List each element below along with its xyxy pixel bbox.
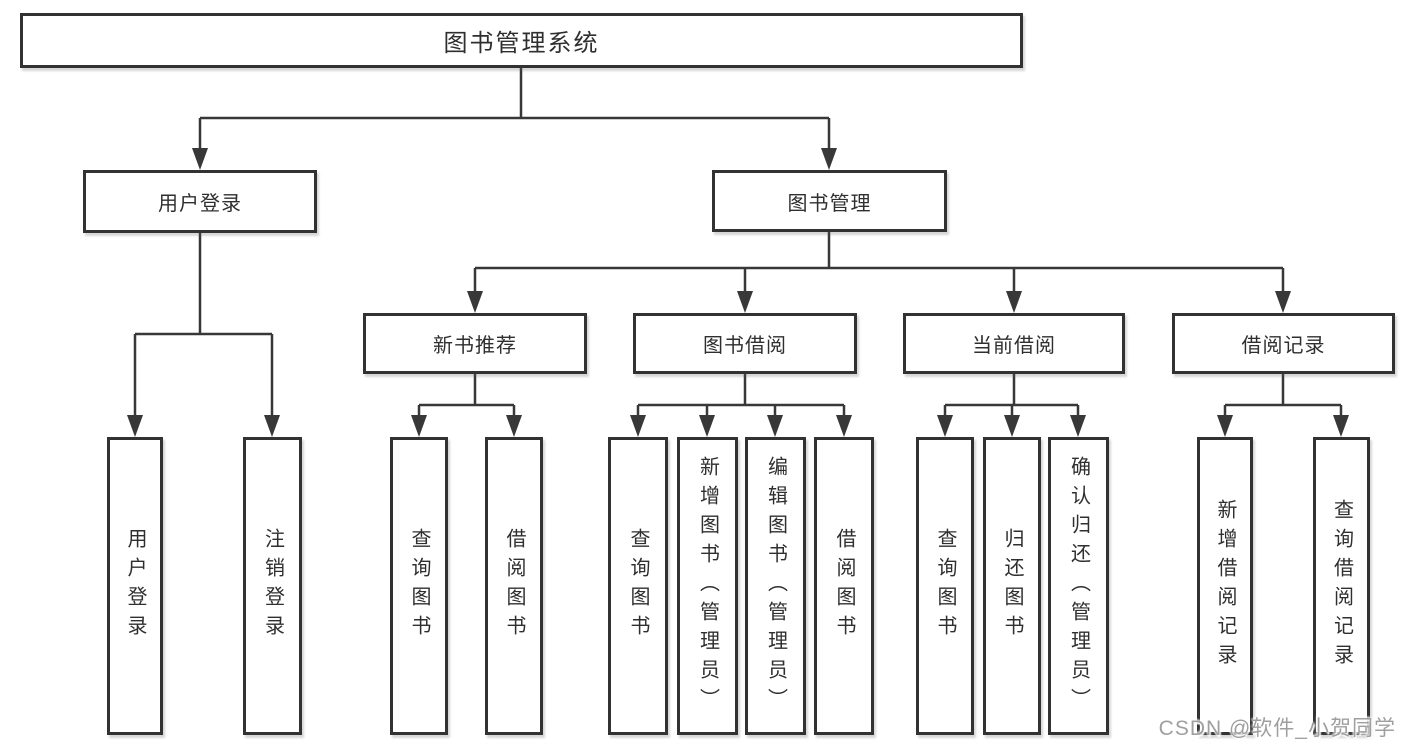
leaf-borrow-books: 借阅图书: [814, 437, 874, 735]
node-user-login: 用户登录: [83, 170, 317, 233]
leaf-borrow-books-label: 借阅图书: [833, 528, 855, 644]
leaf-user-login-label: 用户登录: [124, 528, 146, 644]
node-book-management: 图书管理: [712, 170, 947, 232]
node-book-management-system: 图书管理系统: [20, 13, 1023, 68]
leaf-borrow-books-recommend-label: 借阅图书: [503, 528, 525, 644]
arrowheads: [127, 148, 1349, 437]
leaf-query-books-current-label: 查询图书: [934, 528, 956, 644]
leaf-query-books-recommend-label: 查询图书: [408, 528, 430, 644]
leaf-logout: 注销登录: [243, 437, 302, 735]
leaf-borrow-books-recommend: 借阅图书: [485, 437, 543, 735]
node-current-borrowing: 当前借阅: [903, 313, 1125, 374]
leaf-user-login: 用户登录: [107, 437, 163, 735]
leaf-return-books-label: 归还图书: [1001, 528, 1023, 644]
leaf-add-books-admin: 新增图书（管理员）: [677, 437, 738, 735]
leaf-query-borrow-record: 查询借阅记录: [1313, 437, 1370, 735]
leaf-query-books-recommend: 查询图书: [390, 437, 448, 735]
leaf-query-borrow-record-label: 查询借阅记录: [1330, 499, 1353, 673]
leaf-return-books: 归还图书: [983, 437, 1041, 735]
node-borrowing-records: 借阅记录: [1172, 313, 1395, 374]
leaf-add-borrow-record-label: 新增借阅记录: [1214, 499, 1236, 673]
leaf-edit-books-admin-label: 编辑图书（管理员）: [764, 455, 787, 717]
leaf-edit-books-admin: 编辑图书（管理员）: [745, 437, 806, 735]
leaf-logout-label: 注销登录: [261, 528, 284, 644]
leaf-confirm-return-admin: 确认归还（管理员）: [1048, 437, 1109, 735]
node-new-book-recommendation: 新书推荐: [363, 313, 587, 374]
leaf-query-books-current: 查询图书: [916, 437, 974, 735]
leaf-confirm-return-admin-label: 确认归还（管理员）: [1067, 455, 1090, 717]
leaf-add-borrow-record: 新增借阅记录: [1197, 437, 1253, 735]
csdn-watermark: CSDN @软件_小贺同学: [1158, 717, 1396, 740]
leaf-add-books-admin-label: 新增图书（管理员）: [696, 455, 719, 717]
leaf-query-books-borrow: 查询图书: [608, 437, 668, 735]
leaf-query-books-borrow-label: 查询图书: [627, 528, 649, 644]
node-book-borrowing: 图书借阅: [633, 313, 857, 374]
